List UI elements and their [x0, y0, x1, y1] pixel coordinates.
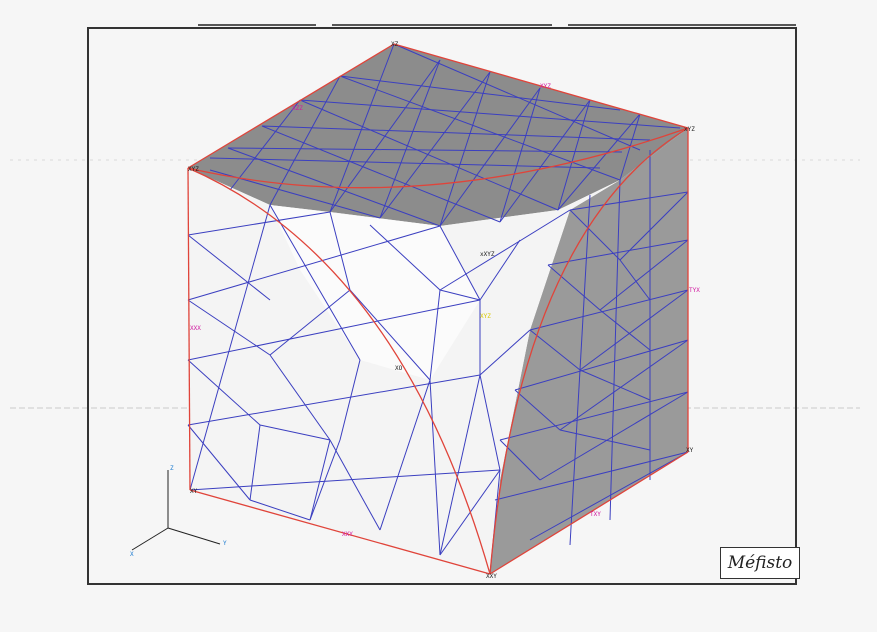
label-inner: XYZ: [480, 313, 491, 320]
brand-badge: Méfisto: [720, 547, 800, 579]
axis-label-z: Z: [170, 465, 174, 472]
label-top-right-corner: xYZ: [684, 126, 695, 133]
label-bottom-edge: XXY: [342, 531, 353, 538]
label-bottom-right-edge: TXY: [590, 511, 601, 518]
axis-label-y: Y: [223, 540, 227, 547]
label-top-edge-left: XZZ: [292, 105, 303, 112]
label-right-bottom-corner: XY: [686, 447, 694, 454]
drawing-frame: [87, 27, 797, 585]
axis-label-x: X: [130, 551, 134, 558]
top-face: [188, 44, 688, 226]
label-left-bottom-corner: XY: [190, 488, 198, 495]
label-center-mid: XO: [395, 365, 403, 372]
label-left-corner: XYZ: [188, 166, 199, 173]
cube-edges: [187, 43, 689, 575]
axis-triad: [131, 470, 221, 551]
label-left-edge: XXX: [190, 325, 201, 332]
mesh-lines: [187, 43, 689, 575]
label-right-edge: TYX: [689, 287, 700, 294]
label-top-edge: XYZ: [540, 83, 551, 90]
label-top-back-corner: XZ: [391, 41, 399, 48]
right-face: [490, 128, 688, 574]
front-shade: [270, 205, 480, 380]
label-center-point: xXYZ: [480, 251, 495, 258]
brand-name: Méfisto: [727, 553, 793, 573]
label-bottom-corner: XXY: [486, 573, 497, 580]
